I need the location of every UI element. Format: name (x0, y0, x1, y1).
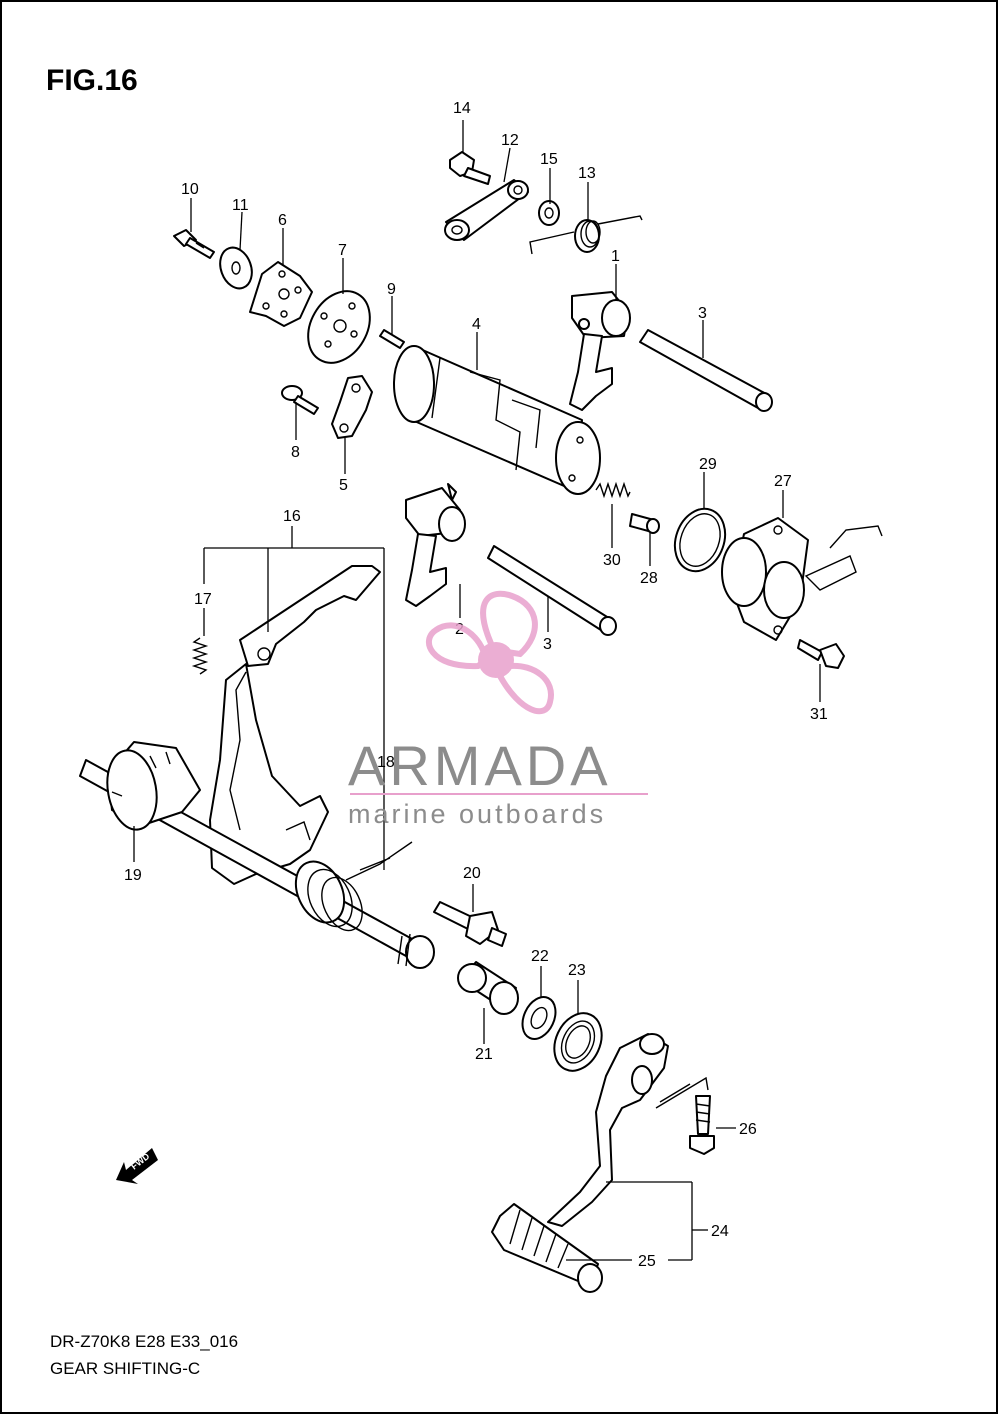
part-3-shaft-lower (487, 545, 617, 636)
label-17: 17 (194, 591, 212, 608)
model-code: DR-Z70K8 E28 E33_016 (50, 1332, 238, 1351)
label-26: 26 (739, 1121, 757, 1138)
watermark-name: ARMADA (348, 734, 612, 797)
label-12: 12 (501, 132, 519, 149)
label-30: 30 (603, 552, 621, 569)
part-29-o-ring (673, 507, 727, 573)
label-10: 10 (181, 181, 199, 198)
label-7: 7 (338, 242, 347, 259)
part-30-spring (595, 481, 631, 499)
part-22-washer (521, 996, 557, 1040)
label-4: 4 (472, 316, 481, 333)
label-20: 20 (463, 865, 481, 882)
part-10-bolt (173, 229, 215, 259)
label-9: 9 (387, 281, 396, 298)
part-1-shift-fork (569, 291, 631, 411)
part-31-bolt (797, 639, 845, 669)
part-2-shift-fork (405, 483, 466, 607)
label-27: 27 (774, 473, 792, 490)
part-23-oil-seal (553, 1012, 603, 1072)
part-11-washer (219, 246, 253, 290)
label-13: 13 (578, 165, 596, 182)
figure-title: FIG.16 (46, 64, 138, 97)
armada-watermark: ARMADA marine outboards (348, 590, 648, 829)
part-26-bolt (689, 1095, 715, 1155)
label-16: 16 (283, 508, 301, 525)
leader-lines (133, 120, 821, 1261)
part-3-shaft-upper (639, 329, 773, 412)
label-14: 14 (453, 100, 471, 117)
diagram-caption: GEAR SHIFTING-C (50, 1359, 200, 1378)
part-13-spring (529, 215, 643, 255)
label-5: 5 (339, 477, 348, 494)
fwd-arrow-icon: FWD (116, 1148, 158, 1184)
label-3-lower: 3 (543, 636, 552, 653)
part-25-footrest-rubber (491, 1203, 603, 1293)
label-23: 23 (568, 962, 586, 979)
part-8-screw (281, 385, 319, 415)
label-11: 11 (232, 197, 249, 214)
label-8: 8 (291, 444, 300, 461)
part-labels: 14 12 15 13 10 11 6 7 1 9 3 4 8 29 27 5 … (124, 100, 828, 1270)
label-24: 24 (711, 1223, 729, 1240)
part-21-collar (457, 961, 519, 1015)
label-31: 31 (810, 706, 828, 723)
part-5-stopper (331, 375, 373, 439)
part-15-washer (538, 200, 560, 226)
label-6: 6 (278, 212, 287, 229)
part-24-gear-shift-lever (547, 1033, 709, 1227)
part-6-plate (249, 261, 313, 327)
label-22: 22 (531, 948, 549, 965)
shift-shaft-spline (397, 933, 435, 969)
label-28: 28 (640, 570, 658, 587)
part-27-neutral-switch (721, 517, 883, 641)
label-18: 18 (377, 754, 395, 771)
part-12-arm (444, 179, 529, 241)
label-29: 29 (699, 456, 717, 473)
label-15: 15 (540, 151, 558, 168)
part-16-shift-lever-assembly (209, 565, 381, 885)
part-20-stud-bolt (433, 901, 507, 947)
part-7-cam-plate (307, 290, 371, 364)
propeller-logo-icon (425, 590, 554, 715)
part-28-neutral-pin (629, 513, 660, 534)
label-25: 25 (638, 1253, 656, 1270)
label-19: 19 (124, 867, 142, 884)
label-1: 1 (611, 248, 620, 265)
part-4-shift-drum (393, 345, 601, 495)
part-14-bolt (449, 151, 491, 185)
part-17-spring (191, 637, 209, 675)
watermark-tagline: marine outboards (348, 799, 606, 829)
part-9-pin (379, 329, 405, 349)
part-18-return-spring (294, 841, 413, 932)
label-21: 21 (475, 1046, 493, 1063)
label-3-upper: 3 (698, 305, 707, 322)
